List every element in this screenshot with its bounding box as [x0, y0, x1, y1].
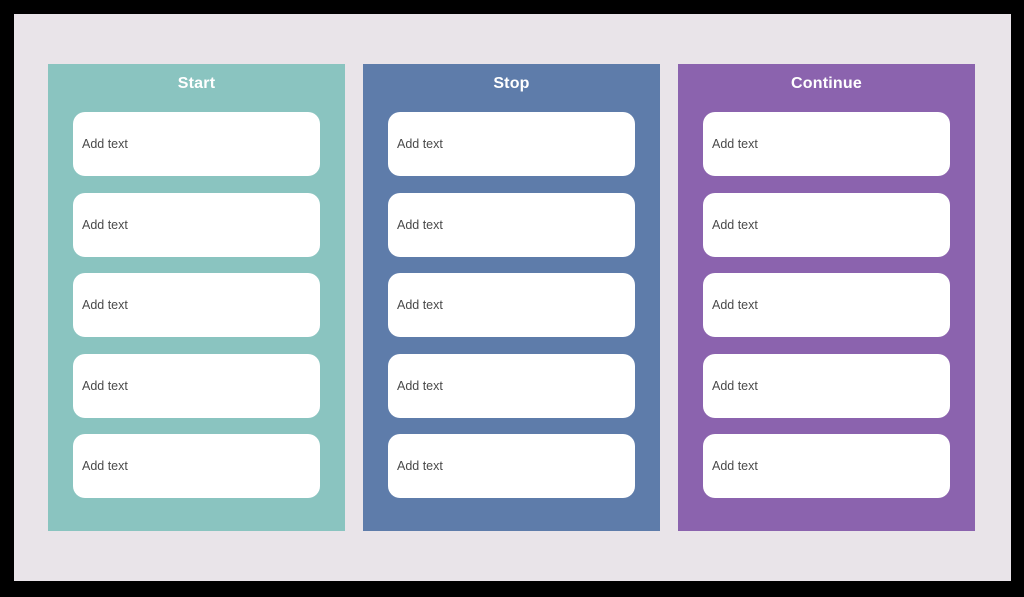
- text-card[interactable]: Add text: [73, 434, 320, 498]
- text-card[interactable]: Add text: [388, 353, 635, 418]
- card-placeholder-text: Add text: [82, 137, 128, 151]
- text-card[interactable]: Add text: [703, 353, 950, 418]
- card-placeholder-text: Add text: [712, 217, 758, 232]
- page-background: Start Add text Add text Add text Add tex…: [14, 14, 1011, 581]
- card-placeholder-text: Add text: [397, 137, 443, 151]
- card-placeholder-text: Add text: [712, 298, 758, 312]
- card-list-start: Add text Add text Add text Add text Add …: [73, 112, 320, 498]
- text-card[interactable]: Add text: [73, 273, 320, 337]
- card-placeholder-text: Add text: [82, 217, 128, 232]
- text-card[interactable]: Add text: [73, 192, 320, 257]
- text-card[interactable]: Add text: [703, 112, 950, 176]
- card-placeholder-text: Add text: [397, 459, 443, 473]
- card-placeholder-text: Add text: [82, 298, 128, 312]
- card-list-continue: Add text Add text Add text Add text Add …: [703, 112, 950, 498]
- start-stop-continue-board: Start Add text Add text Add text Add tex…: [48, 64, 975, 531]
- card-placeholder-text: Add text: [712, 378, 758, 393]
- card-placeholder-text: Add text: [397, 217, 443, 232]
- text-card[interactable]: Add text: [703, 434, 950, 498]
- column-title-continue: Continue: [791, 75, 862, 92]
- column-start: Start Add text Add text Add text Add tex…: [48, 64, 345, 531]
- column-title-stop: Stop: [493, 75, 530, 92]
- card-placeholder-text: Add text: [82, 378, 128, 393]
- card-placeholder-text: Add text: [397, 378, 443, 393]
- text-card[interactable]: Add text: [703, 192, 950, 257]
- card-list-stop: Add text Add text Add text Add text Add …: [388, 112, 635, 498]
- text-card[interactable]: Add text: [388, 273, 635, 337]
- column-continue: Continue Add text Add text Add text Add …: [678, 64, 975, 531]
- text-card[interactable]: Add text: [388, 434, 635, 498]
- column-title-start: Start: [177, 75, 216, 92]
- card-placeholder-text: Add text: [82, 459, 128, 473]
- text-card[interactable]: Add text: [388, 192, 635, 257]
- text-card[interactable]: Add text: [73, 353, 320, 418]
- card-placeholder-text: Add text: [397, 298, 443, 312]
- text-card[interactable]: Add text: [73, 112, 320, 176]
- column-stop: Stop Add text Add text Add text Add text…: [363, 64, 660, 531]
- text-card[interactable]: Add text: [388, 112, 635, 176]
- card-placeholder-text: Add text: [712, 459, 758, 473]
- card-placeholder-text: Add text: [712, 137, 758, 151]
- text-card[interactable]: Add text: [703, 273, 950, 337]
